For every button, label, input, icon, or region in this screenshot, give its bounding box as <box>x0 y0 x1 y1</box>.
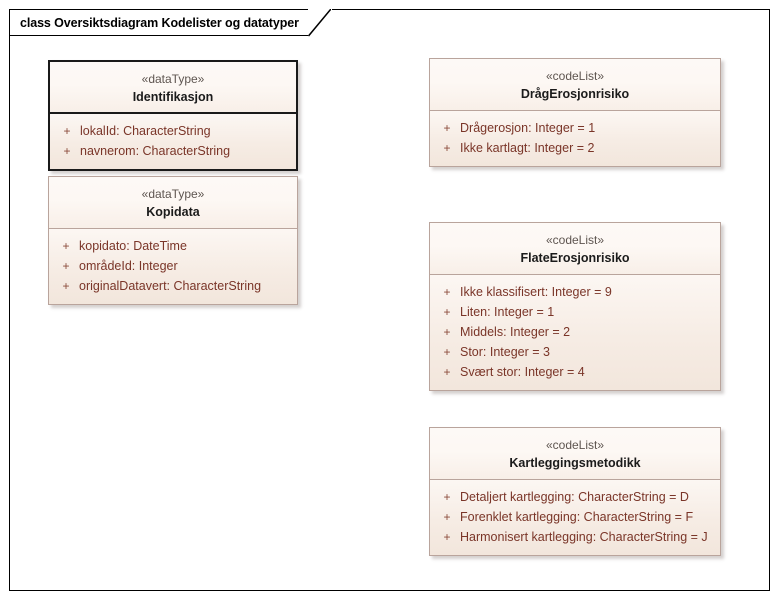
class-header-kartleggingsmetodikk: «codeList» Kartleggingsmetodikk <box>430 428 720 480</box>
attribute-label: Svært stor: Integer = 4 <box>460 365 585 379</box>
attribute-label: områdeId: Integer <box>79 259 178 273</box>
attribute-row[interactable]: + Harmonisert kartlegging: CharacterStrin… <box>434 527 716 547</box>
visibility-public-icon: + <box>63 124 71 138</box>
attribute-label: navnerom: CharacterString <box>80 144 231 158</box>
diagram-title-label: class Oversiktsdiagram Kodelister og dat… <box>20 15 299 30</box>
attribute-row[interactable]: + Forenklet kartlegging: CharacterString … <box>434 507 716 527</box>
visibility-public-icon: + <box>443 285 451 299</box>
class-header-flate-erosjonrisiko: «codeList» FlateErosjonrisiko <box>430 223 720 275</box>
class-attributes-kartleggingsmetodikk: + Detaljert kartlegging: CharacterString … <box>430 480 720 555</box>
attribute-label: Ikke klassifisert: Integer = 9 <box>460 285 612 299</box>
class-header-drag-erosjonrisiko: «codeList» DrågErosjonrisiko <box>430 59 720 111</box>
class-stereotype: «dataType» <box>141 187 205 201</box>
class-name: Kartleggingsmetodikk <box>509 456 641 470</box>
attribute-row[interactable]: + Drågerosjon: Integer = 1 <box>434 118 716 138</box>
class-stereotype: «codeList» <box>545 69 605 83</box>
attribute-label: Harmonisert kartlegging: CharacterString… <box>460 530 708 544</box>
visibility-public-icon: + <box>443 365 451 379</box>
diagram-frame-title-tab[interactable]: class Oversiktsdiagram Kodelister og dat… <box>9 9 332 37</box>
class-attributes-flate-erosjonrisiko: + Ikke klassifisert: Integer = 9 + Liten: I… <box>430 275 720 390</box>
uml-class-kopidata[interactable]: «dataType» Kopidata + kopidato: DateTime + om… <box>48 176 298 305</box>
visibility-public-icon: + <box>443 121 451 135</box>
class-attributes-identifikasjon: + lokalId: CharacterString + navnerom: Char… <box>50 114 296 169</box>
visibility-public-icon: + <box>443 345 451 359</box>
attribute-row[interactable]: + navnerom: CharacterString <box>54 141 292 161</box>
attribute-label: kopidato: DateTime <box>79 239 187 253</box>
attribute-row[interactable]: + kopidato: DateTime <box>53 236 293 256</box>
class-name: Identifikasjon <box>132 90 214 104</box>
visibility-public-icon: + <box>443 325 451 339</box>
frame-tab-corner-cut-icon <box>307 9 332 37</box>
attribute-row[interactable]: + Middels: Integer = 2 <box>434 322 716 342</box>
uml-class-kartleggingsmetodikk[interactable]: «codeList» Kartleggingsmetodikk + Detaljert… <box>429 427 721 556</box>
attribute-row[interactable]: + originalDatavert: CharacterString <box>53 276 293 296</box>
attribute-row[interactable]: + lokalId: CharacterString <box>54 121 292 141</box>
class-stereotype: «dataType» <box>141 72 205 86</box>
visibility-public-icon: + <box>443 305 451 319</box>
attribute-label: Middels: Integer = 2 <box>460 325 571 339</box>
class-stereotype: «codeList» <box>545 233 605 247</box>
diagram-frame-title-box: class Oversiktsdiagram Kodelister og dat… <box>9 9 308 36</box>
visibility-public-icon: + <box>63 144 71 158</box>
attribute-label: Drågerosjon: Integer = 1 <box>460 121 596 135</box>
class-name: DrågErosjonrisiko <box>520 87 630 101</box>
visibility-public-icon: + <box>62 279 70 293</box>
attribute-label: Liten: Integer = 1 <box>460 305 555 319</box>
visibility-public-icon: + <box>443 510 451 524</box>
class-header-kopidata: «dataType» Kopidata <box>49 177 297 229</box>
attribute-label: lokalId: CharacterString <box>80 124 211 138</box>
class-name: Kopidata <box>146 205 200 219</box>
visibility-public-icon: + <box>443 530 451 544</box>
attribute-row[interactable]: + Liten: Integer = 1 <box>434 302 716 322</box>
attribute-label: Detaljert kartlegging: CharacterString =… <box>460 490 689 504</box>
attribute-label: Stor: Integer = 3 <box>460 345 550 359</box>
attribute-row[interactable]: + Detaljert kartlegging: CharacterString … <box>434 487 716 507</box>
uml-class-flate-erosjonrisiko[interactable]: «codeList» FlateErosjonrisiko + Ikke klassi… <box>429 222 721 391</box>
class-stereotype: «codeList» <box>545 438 605 452</box>
attribute-row[interactable]: + områdeId: Integer <box>53 256 293 276</box>
class-attributes-kopidata: + kopidato: DateTime + områdeId: Integer + or… <box>49 229 297 304</box>
attribute-label: Forenklet kartlegging: CharacterString =… <box>460 510 694 524</box>
uml-class-drag-erosjonrisiko[interactable]: «codeList» DrågErosjonrisiko + Drågerosjon:… <box>429 58 721 167</box>
attribute-row[interactable]: + Ikke klassifisert: Integer = 9 <box>434 282 716 302</box>
uml-class-identifikasjon[interactable]: «dataType» Identifikasjon + lokalId: Charac… <box>48 60 298 171</box>
visibility-public-icon: + <box>443 490 451 504</box>
class-header-identifikasjon: «dataType» Identifikasjon <box>50 62 296 114</box>
attribute-label: Ikke kartlagt: Integer = 2 <box>460 141 595 155</box>
attribute-row[interactable]: + Stor: Integer = 3 <box>434 342 716 362</box>
visibility-public-icon: + <box>62 259 70 273</box>
attribute-row[interactable]: + Ikke kartlagt: Integer = 2 <box>434 138 716 158</box>
visibility-public-icon: + <box>62 239 70 253</box>
attribute-label: originalDatavert: CharacterString <box>79 279 262 293</box>
visibility-public-icon: + <box>443 141 451 155</box>
class-attributes-drag-erosjonrisiko: + Drågerosjon: Integer = 1 + Ikke kartlagt:… <box>430 111 720 166</box>
class-name: FlateErosjonrisiko <box>520 251 630 265</box>
attribute-row[interactable]: + Svært stor: Integer = 4 <box>434 362 716 382</box>
